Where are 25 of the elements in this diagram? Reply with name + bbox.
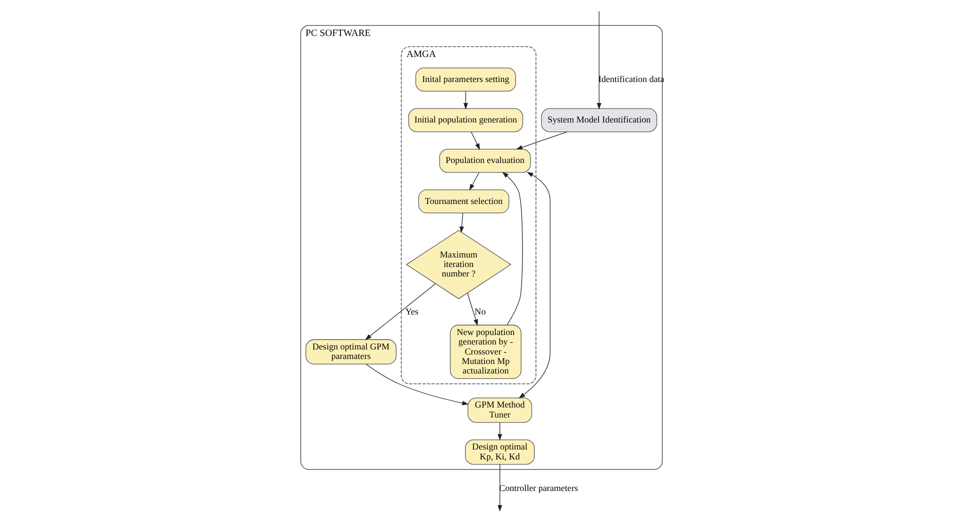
node-box: New population generation by - Crossover - Mutation Mp actualization — [450, 324, 522, 379]
arrow — [596, 11, 602, 110]
arrow — [502, 172, 523, 326]
node-box: Population evaluation — [439, 148, 531, 173]
node-box: Design optimal GPM paramaters — [306, 339, 396, 364]
arrow — [365, 283, 436, 340]
arrow — [518, 172, 550, 398]
node-box: Inital parameters setting — [415, 68, 516, 92]
arrow — [459, 212, 464, 233]
node-box: Tournament selection — [418, 189, 510, 214]
edge-label: No — [474, 306, 486, 316]
node-box: Design optimal Kp, Ki, Kd — [465, 440, 535, 465]
node-box: GPM Method Tuner — [468, 398, 532, 423]
arrow — [516, 132, 568, 150]
arrow — [498, 464, 502, 512]
edge-label: Yes — [405, 306, 418, 316]
arrow — [366, 364, 469, 406]
arrow — [467, 292, 478, 326]
arrow — [463, 91, 468, 110]
node-box: System Model Identification — [541, 108, 658, 132]
arrow — [498, 422, 502, 441]
node-box: Initial population generation — [408, 108, 524, 132]
arrow — [469, 172, 480, 191]
arrow — [470, 132, 480, 150]
node-diamond: Maximum iteration number ? — [406, 230, 512, 300]
